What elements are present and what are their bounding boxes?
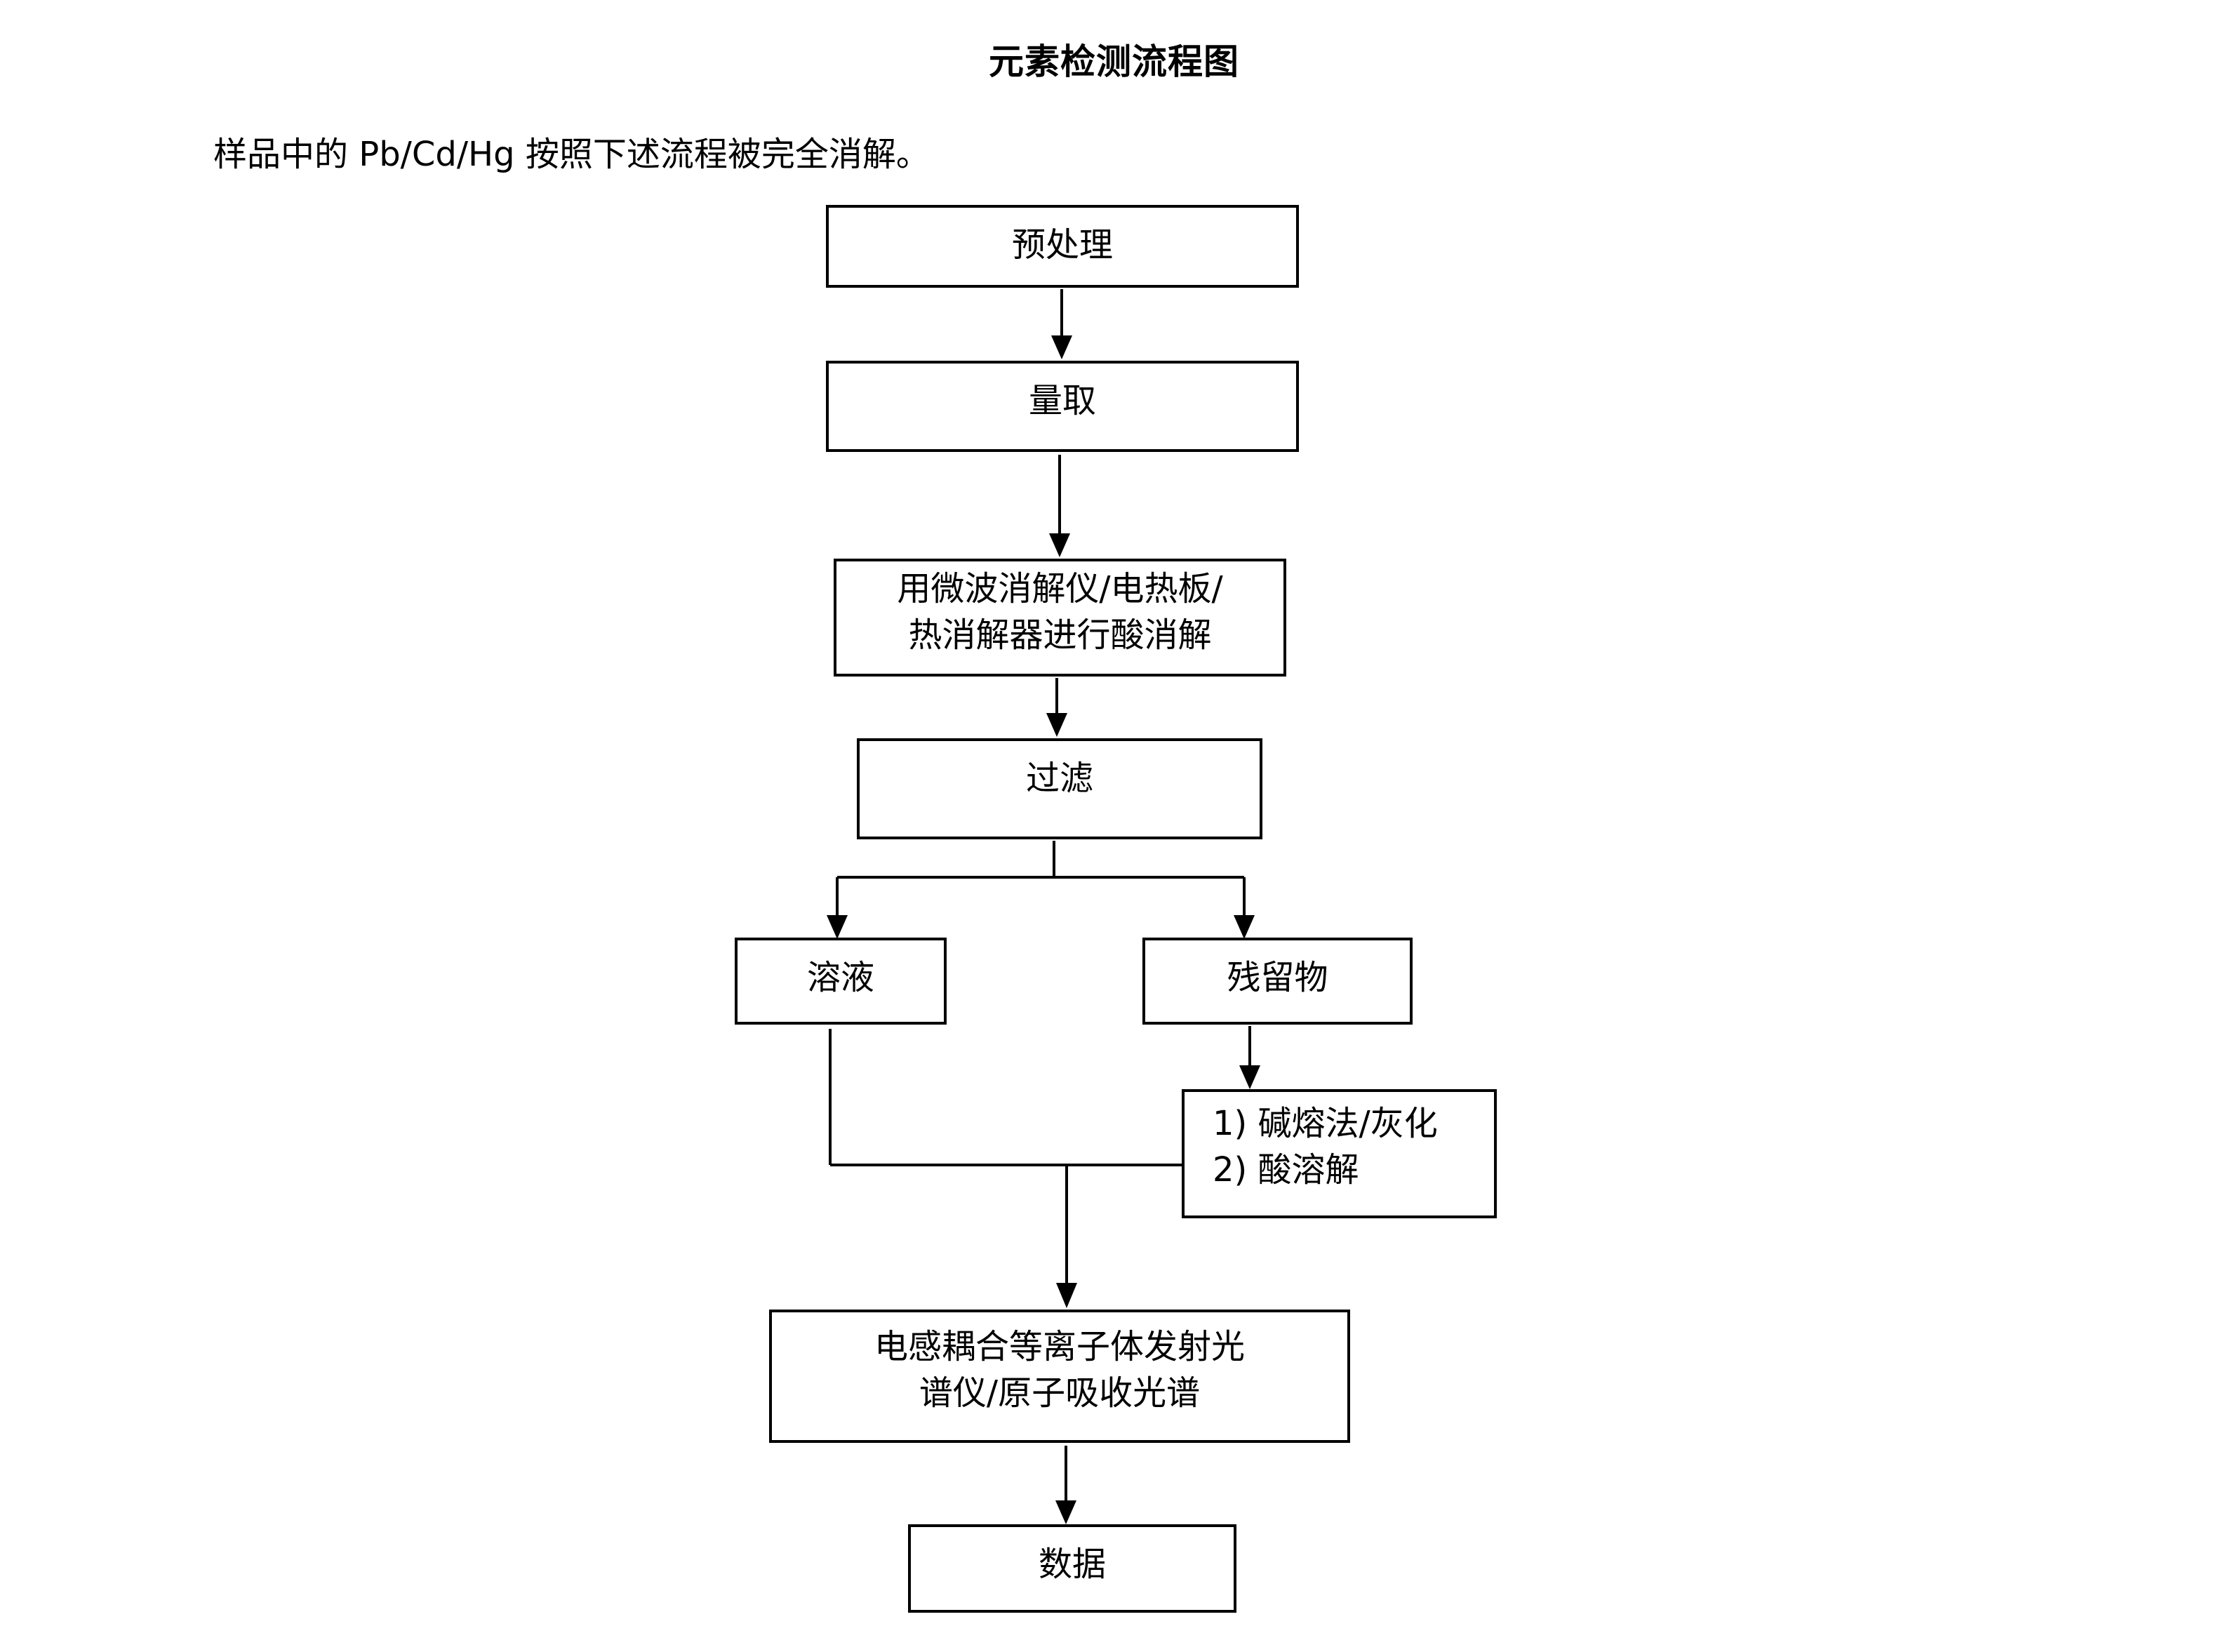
node-instrument-line-2: 谱仪/原子吸收光谱: [919, 1373, 1201, 1413]
page-title: 元素检测流程图: [989, 41, 1239, 82]
node-data: 数据: [908, 1524, 1236, 1613]
node-measure-label: 量取: [1028, 381, 1096, 420]
node-solution-label: 溶液: [806, 958, 874, 997]
node-solution: 溶液: [735, 938, 947, 1025]
node-acid-digestion-line-1: 用微波消解仪/电热板/: [897, 569, 1223, 608]
node-acid-digestion: 用微波消解仪/电热板/ 热消解器进行酸消解: [834, 559, 1286, 677]
node-pretreatment: 预处理: [826, 205, 1299, 288]
node-instrument-line-1: 电感耦合等离子体发射光: [874, 1327, 1245, 1366]
arrowhead-treatment: [1239, 1065, 1260, 1089]
node-filtration-label: 过滤: [1025, 759, 1093, 798]
node-data-label: 数据: [1038, 1545, 1106, 1584]
arrowhead-digestion: [1049, 533, 1070, 557]
arrowhead-data: [1055, 1500, 1076, 1524]
node-residue-treatment-line-2: 2) 酸溶解: [1213, 1150, 1359, 1190]
node-pretreatment-label: 预处理: [1011, 225, 1113, 265]
node-instrument-label: 电感耦合等离子体发射光 谱仪/原子吸收光谱: [874, 1312, 1245, 1416]
arrowhead-filtration: [1046, 713, 1067, 737]
arrowhead-solution: [827, 915, 848, 939]
node-acid-digestion-label: 用微波消解仪/电热板/ 热消解器进行酸消解: [897, 561, 1222, 658]
node-filtration: 过滤: [857, 738, 1262, 839]
node-residue-treatment: 1) 碱熔法/灰化 2) 酸溶解: [1182, 1089, 1497, 1218]
node-measure: 量取: [826, 361, 1299, 452]
node-residue-treatment-label: 1) 碱熔法/灰化 2) 酸溶解: [1185, 1092, 1438, 1193]
arrowhead-instrument: [1056, 1283, 1077, 1308]
node-acid-digestion-line-2: 热消解器进行酸消解: [908, 615, 1212, 655]
node-residue-treatment-line-1: 1) 碱熔法/灰化: [1213, 1104, 1438, 1143]
node-instrument: 电感耦合等离子体发射光 谱仪/原子吸收光谱: [769, 1310, 1350, 1443]
intro-text: 样品中的 Pb/Cd/Hg 按照下述流程被完全消解。: [213, 135, 930, 174]
node-residue: 残留物: [1142, 938, 1413, 1025]
arrowhead-residue: [1234, 915, 1255, 939]
arrowhead-measure: [1051, 335, 1072, 359]
node-residue-label: 残留物: [1227, 958, 1328, 997]
